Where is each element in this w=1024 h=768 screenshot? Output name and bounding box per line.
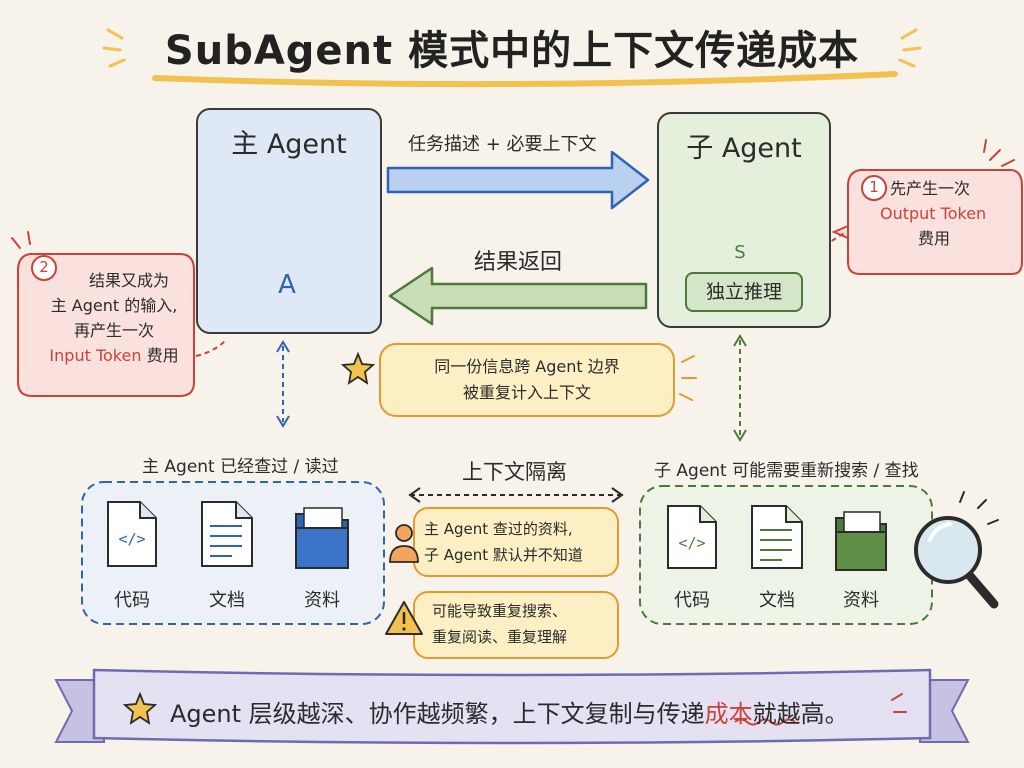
input-note-number-badge	[31, 255, 57, 281]
title-underline	[152, 71, 898, 88]
main-agent-label: 主 Agent	[231, 129, 347, 160]
input-note-suffix: 费用	[146, 346, 179, 365]
title-sparkle-left	[102, 28, 126, 68]
isolation-note-warning-line-1: 可能导致重复搜索、	[432, 602, 568, 620]
magnifier-icon	[914, 491, 999, 609]
input-note-bubble	[17, 253, 195, 397]
center-note-box	[379, 343, 675, 417]
input-note: 结果又成为 主 Agent 的输入, 再产生一次 Input Token 费用	[34, 268, 194, 368]
output-note: 先产生一次 Output Token 费用	[880, 176, 1018, 251]
main-folder-icon	[295, 507, 349, 569]
sub-store-item-label-code: 代码	[674, 590, 710, 611]
svg-text:</>: </>	[118, 530, 145, 548]
main-document-icon	[201, 501, 253, 567]
independent-reasoning-pill: 独立推理	[685, 272, 803, 312]
back-arrow-label: 结果返回	[474, 250, 563, 275]
output-note-number: 1	[869, 178, 879, 196]
banner-star-icon	[122, 691, 158, 725]
page-title: SubAgent 模式中的上下文传递成本	[164, 28, 860, 74]
output-note-line-1: 先产生一次	[890, 179, 971, 198]
banner-text-before: Agent 层级越深、协作越频繁，上下文复制与传递	[170, 700, 705, 728]
main-store-item-label-code: 代码	[114, 590, 150, 611]
main-store-caption: 主 Agent 已经查过 / 读过	[142, 457, 339, 477]
center-note-sparkle	[679, 355, 697, 401]
banner-text-highlight: 成本	[704, 700, 753, 728]
svg-text:</>: </>	[678, 534, 705, 552]
center-note: 同一份信息跨 Agent 边界 被重复计入上下文	[380, 354, 674, 406]
isolation-note-person-box	[413, 507, 619, 577]
sub-store-item-label-doc: 文档	[759, 590, 795, 611]
input-note-line-1: 结果又成为	[88, 271, 169, 290]
input-note-line-3: 再产生一次	[73, 321, 154, 340]
input-note-highlight: Input Token	[49, 346, 142, 365]
warning-icon	[385, 601, 423, 635]
person-icon	[389, 524, 419, 563]
isolation-note-person-line-1: 主 Agent 查过的资料,	[424, 520, 573, 538]
banner-highlight-underline	[734, 718, 796, 726]
input-note-number: 2	[39, 258, 49, 276]
main-code-file-icon: </>	[107, 501, 157, 567]
sub-store-item-label-material: 资料	[843, 590, 879, 611]
sub-agent-label: 子 Agent	[686, 133, 802, 164]
isolation-note-person-line-2: 子 Agent 默认并不知道	[424, 546, 583, 564]
output-note-number-badge	[861, 175, 887, 201]
output-note-sparkle	[983, 139, 1015, 167]
forward-arrow	[386, 150, 650, 210]
isolation-arrow	[408, 487, 624, 503]
input-note-connector	[195, 339, 227, 357]
main-agent-box	[196, 108, 382, 334]
sub-store-caption: 子 Agent 可能需要重新搜索 / 查找	[654, 461, 919, 481]
input-note-line-2: 主 Agent 的输入,	[50, 296, 178, 315]
isolation-note-warning: 可能导致重复搜索、 重复阅读、重复理解	[432, 598, 616, 650]
banner-text: Agent 层级越深、协作越频繁，上下文复制与传递成本就越高。	[170, 694, 849, 729]
sub-code-file-icon: </>	[667, 505, 717, 569]
input-note-sparkle	[11, 231, 31, 249]
output-note-line-2: Output Token	[880, 204, 987, 223]
center-note-line-1: 同一份信息跨 Agent 边界	[434, 357, 620, 376]
back-arrow	[388, 266, 648, 326]
main-store-item-label-doc: 文档	[209, 590, 245, 611]
output-note-line-3: 费用	[918, 229, 951, 248]
banner-sparkle	[891, 693, 907, 713]
main-agent-badge: A	[278, 270, 296, 300]
banner-text-after: 就越高。	[752, 700, 849, 728]
sub-document-icon	[751, 505, 803, 569]
sub-agent-badge: S	[734, 242, 746, 263]
forward-arrow-label: 任务描述 + 必要上下文	[408, 134, 597, 155]
isolation-note-person: 主 Agent 查过的资料, 子 Agent 默认并不知道	[424, 516, 616, 568]
sub-folder-icon	[835, 511, 887, 571]
banner-ribbon	[54, 668, 970, 745]
isolation-note-warning-line-2: 重复阅读、重复理解	[432, 628, 568, 646]
center-note-line-2: 被重复计入上下文	[462, 383, 591, 402]
isolation-label: 上下文隔离	[462, 460, 567, 484]
star-icon	[340, 351, 376, 385]
title-sparkle-right	[898, 28, 922, 68]
main-store-item-label-material: 资料	[304, 590, 340, 611]
